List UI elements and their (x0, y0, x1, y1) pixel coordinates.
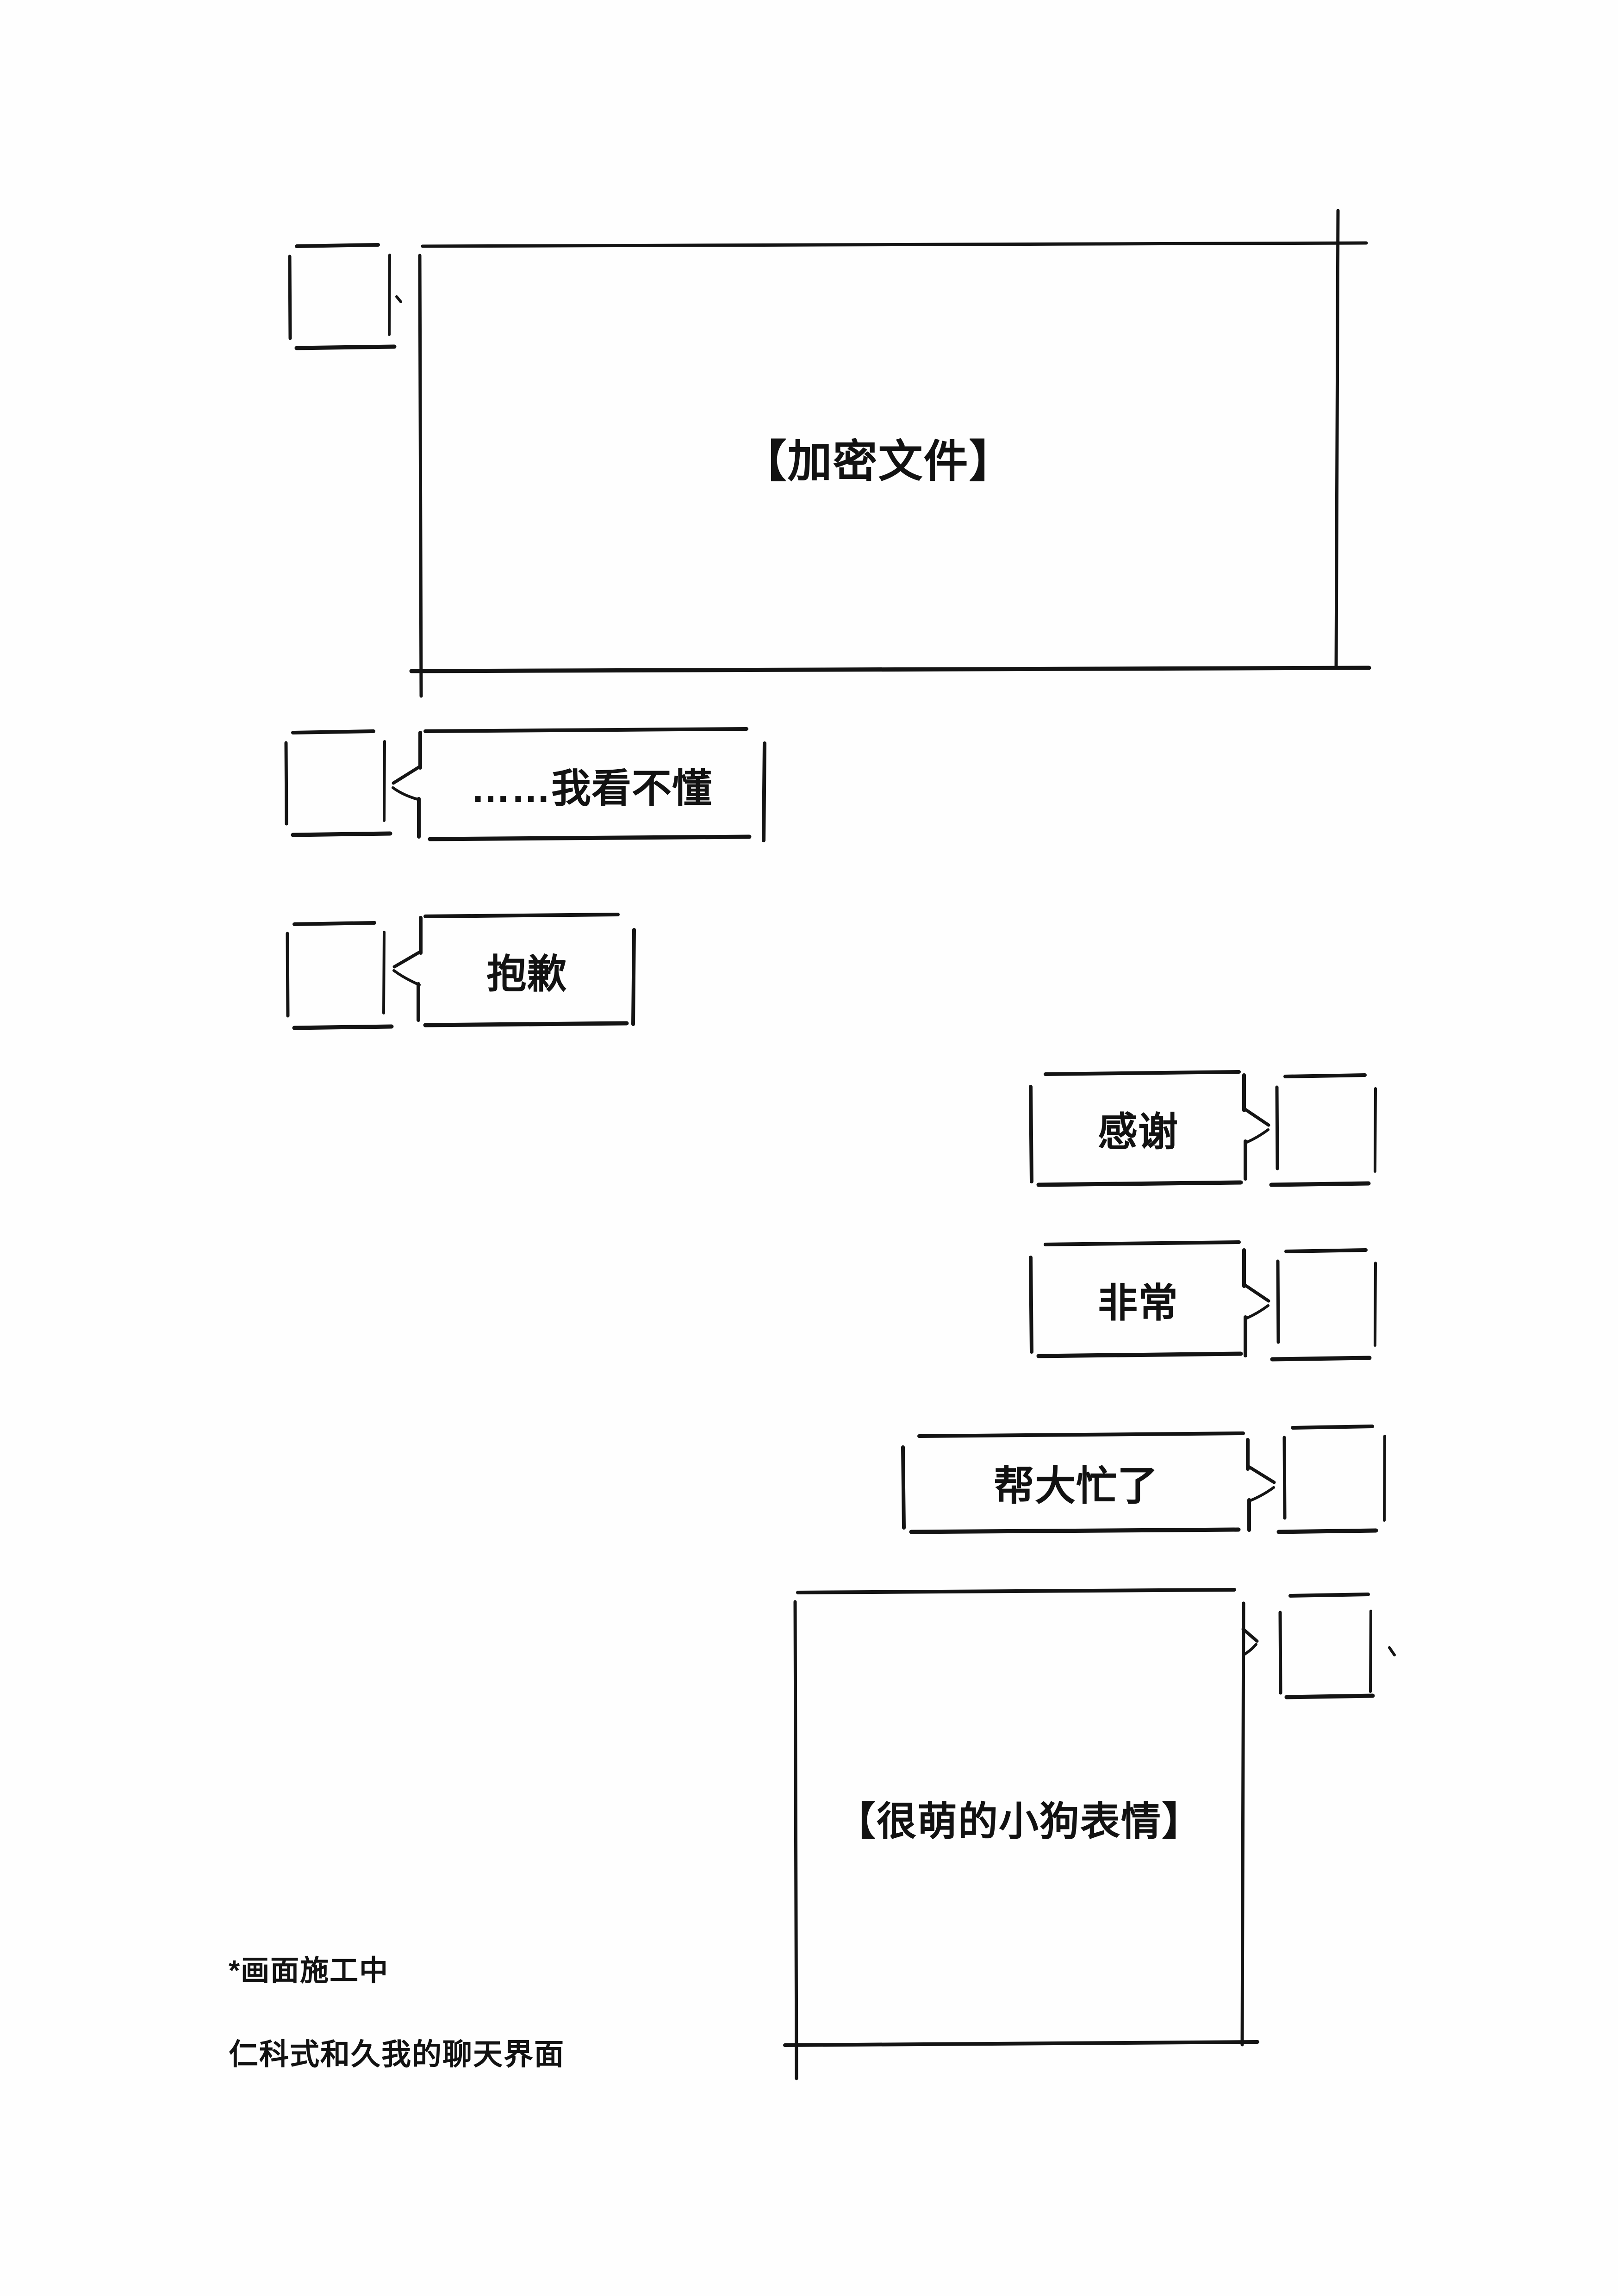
construction-note: *画面施工中 (229, 1955, 389, 1987)
message-bubble-text: 感谢 (1098, 1110, 1178, 1154)
avatar-placeholder (288, 243, 397, 350)
message-bubble-text: 非常 (1098, 1281, 1178, 1325)
stray-mark (395, 295, 402, 303)
sticker-placeholder-label: 【很萌的小狗表情】 (836, 1799, 1202, 1844)
speech-bubble-outline (1029, 1070, 1270, 1187)
speech-bubble-outline (392, 913, 636, 1027)
stray-mark (1388, 1646, 1396, 1656)
speech-bubble-outline (901, 1431, 1276, 1534)
avatar-placeholder (1269, 1073, 1377, 1187)
avatar-placeholder (284, 729, 392, 837)
message-bubble-text: ……我看不懂 (471, 766, 712, 811)
avatar-placeholder (1276, 1425, 1386, 1534)
attachment-box-outline (409, 209, 1371, 698)
message-bubble-text: 抱歉 (486, 952, 567, 996)
speech-bubble-outline (1029, 1240, 1270, 1358)
message-bubble-text: 帮大忙了 (993, 1463, 1158, 1509)
attachment-placeholder-label: 【加密文件】 (742, 437, 1014, 486)
caption-chat-interface: 仁科式和久我的聊天界面 (229, 2038, 565, 2071)
avatar-placeholder (1278, 1593, 1375, 1699)
sticker-box-outline (783, 1588, 1259, 2080)
avatar-placeholder (1270, 1248, 1377, 1362)
avatar-placeholder (286, 921, 394, 1030)
speech-bubble-outline (392, 727, 766, 842)
